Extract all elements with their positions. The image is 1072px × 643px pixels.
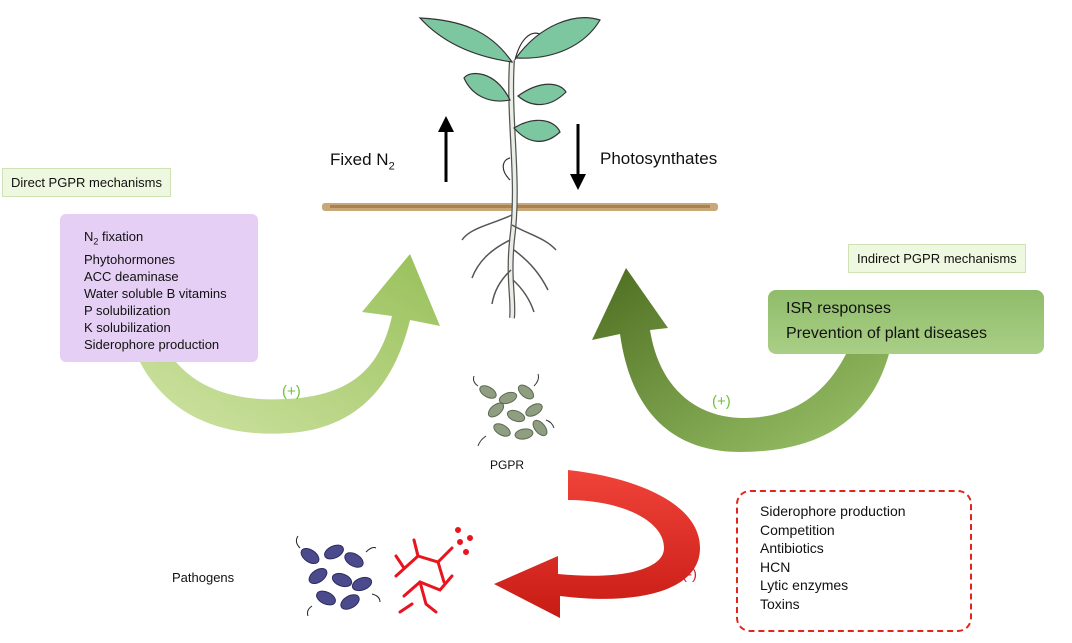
negative-item: Toxins (760, 595, 800, 612)
pathogens-label: Pathogens (172, 570, 235, 585)
soil-line (322, 203, 718, 211)
pgpr-bacteria-icon (473, 373, 555, 447)
direct-item: Phytohormones (84, 251, 176, 267)
fixed-n-up-arrow (438, 116, 454, 182)
direct-mechanisms-tag: Direct PGPR mechanisms (2, 168, 171, 197)
fungus-pathogen-icon (394, 527, 473, 614)
direct-item: Siderophore production (84, 336, 220, 352)
direct-item: ACC deaminase (84, 268, 179, 284)
direct-item: P solubilization (84, 302, 171, 318)
antagonistic-mechanisms-list: Siderophore production Competition Antib… (736, 490, 972, 632)
plant-illustration (418, 17, 601, 319)
negative-item: Antibiotics (760, 540, 824, 556)
direct-effect-arrow (140, 254, 440, 434)
pgpr-label: PGPR (490, 458, 525, 472)
direct-item-n-fixation: N2 fixation (84, 229, 144, 247)
indirect-item: Prevention of plant diseases (786, 325, 988, 342)
indirect-effect-arrow (592, 268, 890, 452)
negative-item: Siderophore production (760, 503, 906, 519)
negative-effect-arrow (494, 470, 700, 618)
photosynthates-down-arrow (570, 124, 586, 190)
direct-positive-label: (+) (282, 383, 301, 400)
direct-item: K solubilization (84, 319, 171, 335)
direct-item: Water soluble B vitamins (84, 285, 227, 301)
indirect-item: ISR responses (786, 300, 891, 317)
indirect-mechanisms-tag: Indirect PGPR mechanisms (848, 244, 1026, 273)
indirect-mechanisms-list: ISR responses Prevention of plant diseas… (768, 290, 1044, 354)
direct-mechanisms-list: N2 fixation Phytohormones ACC deaminase … (60, 214, 258, 362)
negative-effect-label: (-) (682, 566, 697, 583)
indirect-positive-label: (+) (712, 393, 731, 410)
negative-item: Lytic enzymes (760, 577, 849, 593)
pathogen-bacteria-icon (295, 535, 381, 617)
negative-item: HCN (760, 558, 791, 575)
negative-item: Competition (760, 521, 835, 538)
photosynthates-label: Photosynthates (600, 149, 718, 168)
fixed-n-label: Fixed N2 (330, 150, 395, 173)
